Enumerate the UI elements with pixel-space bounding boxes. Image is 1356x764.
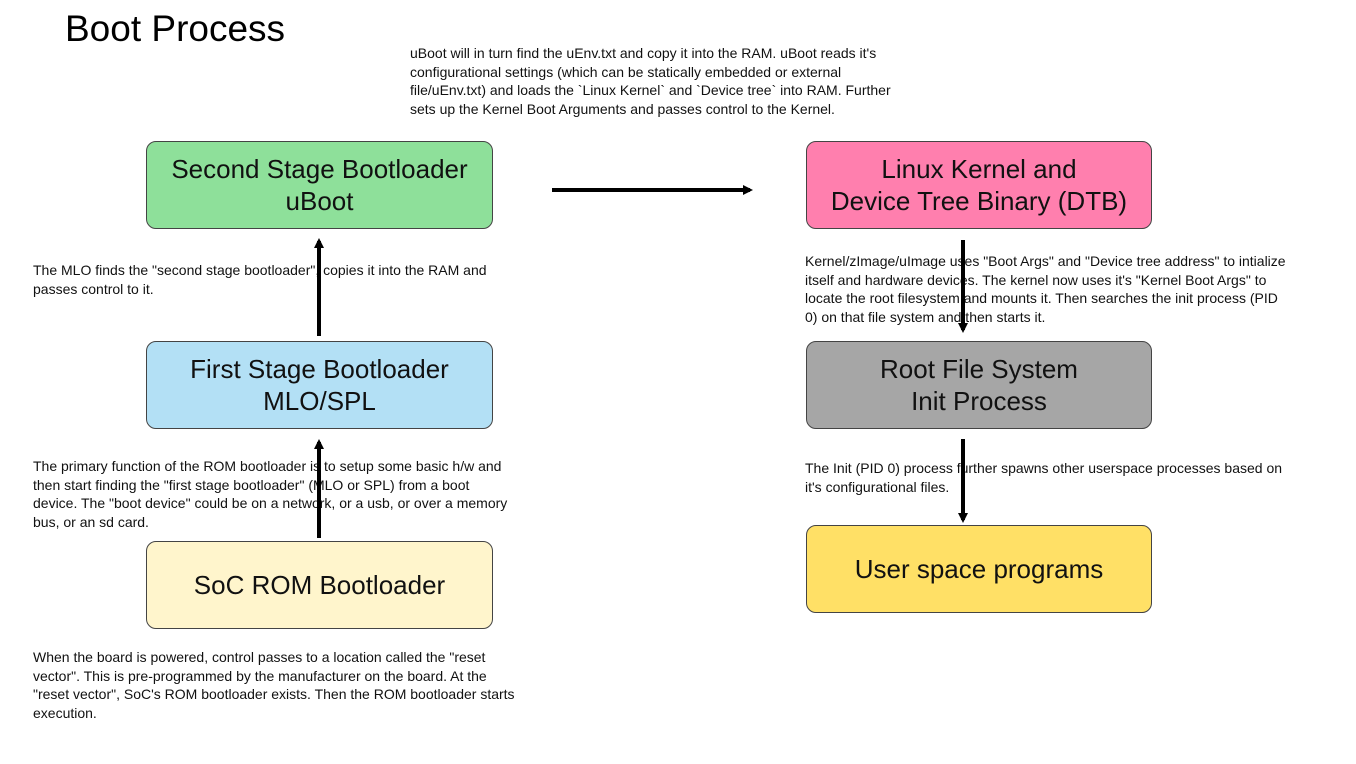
linux-kernel-box: Linux Kernel and Device Tree Binary (DTB… — [806, 141, 1152, 229]
power-on-note-line-3: "reset vector", SoC's ROM bootloader exi… — [33, 686, 515, 702]
second-stage-bootloader-title: Second Stage Bootloader — [171, 154, 468, 184]
power-on-note-line-1: When the board is powered, control passe… — [33, 649, 486, 665]
rom-note-line-4: bus, or an sd card. — [33, 513, 149, 530]
kernel-note-line-1: Kernel/zImage/uImage uses "Boot Args" an… — [805, 253, 1286, 269]
rom-note-line-2: then start finding the "first stage boot… — [33, 476, 470, 493]
root-file-system-box: Root File System Init Process — [806, 341, 1152, 429]
user-space-programs-title: User space programs — [854, 554, 1104, 584]
first-stage-bootloader-title: First Stage Bootloader — [190, 354, 449, 384]
first-stage-bootloader-subtitle: MLO/SPL — [263, 386, 376, 416]
uboot-note-line-2: configurational settings (which can be s… — [410, 63, 842, 80]
root-file-system-title: Root File System — [880, 354, 1078, 384]
mlo-note-line-2: passes control to it. — [33, 280, 154, 297]
rom-note-line-1: The primary function of the ROM bootload… — [33, 458, 502, 474]
power-on-note-line-2: vector". This is pre-programmed by the m… — [33, 667, 487, 684]
mlo-note: The MLO finds the "second stage bootload… — [33, 261, 487, 298]
kernel-note-line-2: itself and hardware devices. The kernel … — [805, 271, 1267, 288]
kernel-note: Kernel/zImage/uImage uses "Boot Args" an… — [805, 252, 1286, 326]
linux-kernel-subtitle: Device Tree Binary (DTB) — [830, 186, 1128, 216]
user-space-programs-box: User space programs — [806, 525, 1152, 613]
page-title: Boot Process — [65, 8, 286, 49]
kernel-note-line-3: locate the root filesystem and mounts it… — [805, 290, 1278, 306]
root-file-system-subtitle: Init Process — [911, 386, 1047, 416]
soc-rom-bootloader-title: SoC ROM Bootloader — [193, 570, 446, 600]
power-on-note: When the board is powered, control passe… — [33, 648, 515, 722]
init-note-line-2: it's configurational files. — [805, 478, 950, 495]
uboot-note: uBoot will in turn find the uEnv.txt and… — [410, 44, 891, 118]
uboot-note-line-3: file/uEnv.txt) and loads the `Linux Kern… — [410, 82, 891, 98]
linux-kernel-title: Linux Kernel and — [881, 154, 1077, 184]
init-note-line-1: The Init (PID 0) process further spawns … — [805, 460, 1283, 476]
second-stage-bootloader-subtitle: uBoot — [285, 186, 354, 216]
soc-rom-bootloader-box: SoC ROM Bootloader — [146, 541, 493, 629]
uboot-note-line-4: sets up the Kernel Boot Arguments and pa… — [410, 100, 835, 117]
power-on-note-line-4: execution. — [33, 704, 97, 721]
mlo-note-line-1: The MLO finds the "second stage bootload… — [33, 262, 487, 278]
second-stage-bootloader-box: Second Stage Bootloader uBoot — [146, 141, 493, 229]
first-stage-bootloader-box: First Stage Bootloader MLO/SPL — [146, 341, 493, 429]
rom-note: The primary function of the ROM bootload… — [33, 457, 507, 531]
uboot-note-line-1: uBoot will in turn find the uEnv.txt and… — [410, 45, 877, 61]
kernel-note-line-4: 0) on that file system and then starts i… — [805, 308, 1046, 325]
init-note: The Init (PID 0) process further spawns … — [805, 459, 1282, 496]
rom-note-line-3: device. The "boot device" could be on a … — [33, 495, 508, 511]
